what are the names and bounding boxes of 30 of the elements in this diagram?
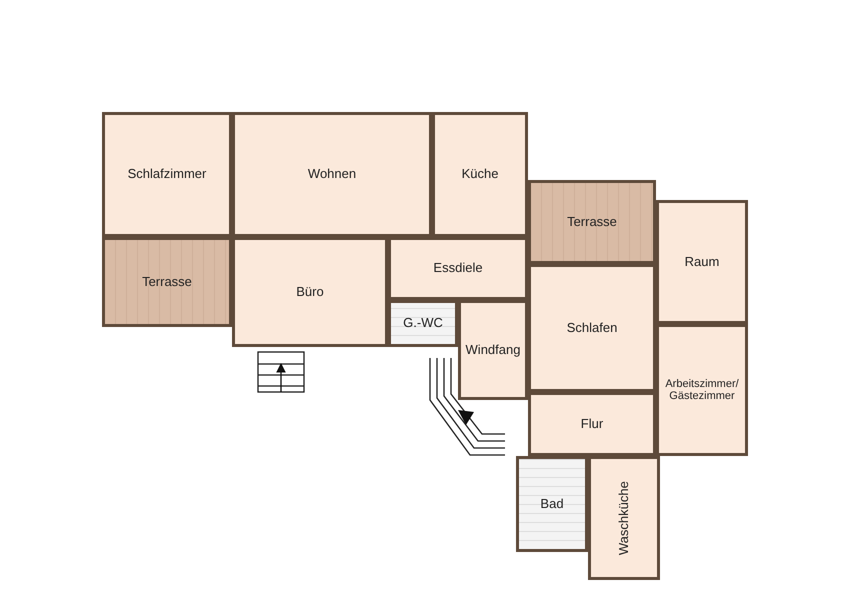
room-label: Schlafzimmer	[128, 167, 206, 182]
room-label: Bad	[540, 496, 564, 512]
room-label: Büro	[296, 284, 324, 300]
room-label: Raum	[684, 254, 720, 270]
room-label: Terrasse	[142, 274, 192, 290]
room-label: Wohnen	[308, 167, 356, 182]
room-label: Terrasse	[567, 214, 617, 230]
room-area	[656, 324, 748, 456]
room-area	[232, 237, 388, 347]
room-label: Essdiele	[433, 261, 483, 276]
room-area	[458, 300, 528, 400]
room-area	[432, 112, 528, 237]
room-label: Waschküche	[616, 481, 632, 555]
room-area	[388, 237, 528, 300]
room-label: Schlafen	[566, 320, 618, 336]
room-area	[102, 237, 232, 327]
room-label: Flur	[580, 416, 604, 432]
room-area	[232, 112, 432, 237]
room-area	[528, 180, 656, 264]
room-label: Küche	[462, 167, 498, 182]
room-area	[528, 392, 656, 456]
room-label: G.-WC	[403, 316, 443, 331]
room-label: Windfang	[466, 342, 520, 358]
room-area	[588, 456, 660, 580]
room-area	[516, 456, 588, 552]
room-area	[388, 300, 458, 347]
room-label: Arbeitszimmer/ Gästezimmer	[664, 378, 740, 402]
room-area	[528, 264, 656, 392]
room-area	[656, 200, 748, 324]
room-area	[102, 112, 232, 237]
